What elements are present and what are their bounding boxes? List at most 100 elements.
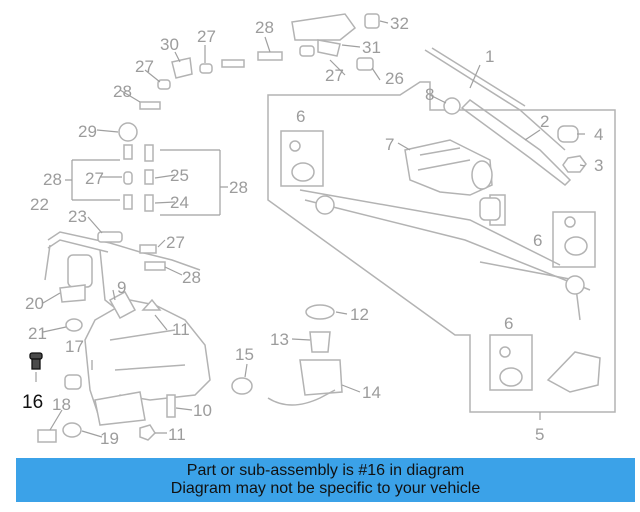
part-number-27e: 27 [166,233,185,252]
part-number-28e: 28 [182,268,201,287]
part-number-6b: 6 [533,231,542,250]
reservoir-detail [109,329,186,371]
part-number-6a: 6 [296,107,305,126]
part-number-9: 9 [117,278,126,297]
part-number-28d: 28 [229,178,248,197]
part-number-22: 22 [30,195,49,214]
linkage-frame-outline [267,81,616,413]
clip-26 [356,57,374,71]
part-number-7: 7 [385,135,394,154]
bushing-box-bottom [489,334,533,391]
grommet-15 [231,377,253,395]
part-number-23: 23 [68,207,87,226]
arm-nut [443,97,461,115]
part-number-30: 30 [160,35,179,54]
bushing-box-right [552,211,596,268]
part-number-27a: 27 [197,27,216,46]
part-number-29: 29 [78,122,97,141]
nozzle-b [123,171,133,185]
part-number-28b: 28 [113,82,132,101]
nozzle-f [144,194,154,212]
info-banner: Part or sub-assembly is #16 in diagram D… [16,458,635,502]
grommet-11a [141,298,162,311]
hose-main [47,231,201,271]
hose-28a [257,51,283,61]
leader-lines [35,20,586,438]
part-number-32: 32 [390,14,409,33]
part-number-6c: 6 [504,314,513,333]
jet-housing [291,13,357,41]
part-number-8: 8 [425,85,434,104]
motor-housing-line [417,147,471,171]
part-number-11a: 11 [172,320,190,339]
part-number-26: 26 [385,69,404,88]
group-bracket-28-left [65,159,120,201]
banner-line-2: Diagram may not be specific to your vehi… [170,480,481,497]
reservoir-neck [108,290,137,320]
hose-14 [267,389,336,406]
pivot-nut [562,155,587,173]
part-number-24: 24 [170,193,189,212]
linkage-pivot-left [315,195,335,215]
part-number-13: 13 [270,330,289,349]
bushing-screw-bottom [499,346,511,358]
linkage-bar-upper [299,189,561,266]
bushing-top [291,162,315,182]
washer-pump [67,254,93,288]
diagram-canvas: 1 2 3 4 5 6 6 6 7 8 9 10 11 11 12 13 14 … [22,13,616,448]
part-number-19: 19 [100,429,119,448]
part-number-27b: 27 [135,57,154,76]
linkage-pivot-right [565,275,585,295]
part-number-15: 15 [235,345,254,364]
nut-11b [139,424,156,441]
connector-27a [299,45,315,57]
wiper-arm [460,99,572,186]
bushing-right [564,236,588,256]
group-bracket-28-right [160,149,228,216]
hose-27d [139,244,157,254]
part-number-16: 16 [22,392,43,413]
hose-28b [221,59,245,68]
connector-23 [97,231,123,243]
part-number-28c: 28 [43,170,62,189]
part-number-12: 12 [350,305,369,324]
clip-32 [364,13,380,29]
connector-27c [157,79,171,90]
banner-line-1: Part or sub-assembly is #16 in diagram [186,462,465,479]
part-number-2: 2 [540,112,549,131]
bushing-box-top [280,130,324,187]
clip-31 [317,39,341,57]
pivot-cap [557,125,579,143]
bushing-bottom [499,367,523,387]
part-number-20: 20 [25,294,44,313]
part-number-21: 21 [28,324,47,343]
part-number-27d: 27 [85,169,104,188]
part-number-4: 4 [594,125,603,144]
nozzle-c [123,194,133,210]
part-number-11b: 11 [168,425,186,444]
mount-12 [305,304,335,320]
highlighted-part-16[interactable] [29,352,43,370]
nozzle-a [123,144,133,160]
bushing-screw-top [289,140,301,152]
linkage-rod [479,261,581,321]
nozzle-d [144,144,154,162]
rubber-block [479,197,501,221]
valve-30 [171,57,193,79]
part-number-10: 10 [193,401,212,420]
part-number-18: 18 [52,395,71,414]
part-number-1: 1 [485,47,494,66]
bushing-screw-right [564,216,576,228]
part-number-5: 5 [535,425,544,444]
hose-28d [144,261,166,271]
connector-18 [37,429,57,443]
linkage-bracket [546,351,601,393]
reservoir-bracket [94,391,146,426]
nozzle-e [144,169,154,185]
washer-29 [118,122,138,142]
wiper-blade [424,49,566,151]
pump-bracket-20 [59,284,86,303]
bolt-10 [166,394,176,418]
connector-27b [199,63,213,74]
